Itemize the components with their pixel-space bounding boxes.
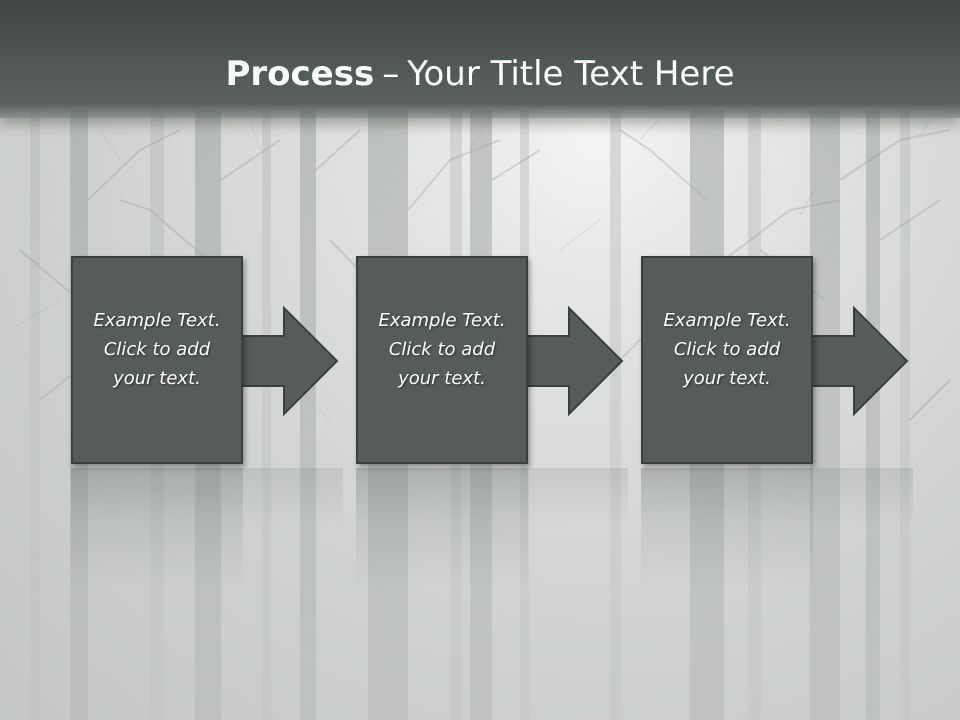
title-bar xyxy=(0,0,960,118)
step-3-arrow-reflection xyxy=(813,468,913,528)
step-2-reflection xyxy=(356,468,528,588)
step-2-text: Example Text. Click to add your text. xyxy=(362,306,522,393)
step-2-line-2: Click to add xyxy=(388,338,496,360)
title-bold: Process xyxy=(225,54,375,94)
process-step-2: Example Text. Click to add your text. xyxy=(356,256,628,716)
step-1-box[interactable]: Example Text. Click to add your text. xyxy=(71,256,243,464)
process-step-3: Example Text. Click to add your text. xyxy=(641,256,913,716)
step-1-arrow-icon[interactable] xyxy=(71,256,341,468)
step-2-arrow-reflection xyxy=(528,468,628,528)
step-2-line-1: Example Text. xyxy=(378,309,506,331)
step-1-text: Example Text. Click to add your text. xyxy=(77,306,237,393)
step-1-reflection xyxy=(71,468,243,588)
step-3-text: Example Text. Click to add your text. xyxy=(647,306,807,393)
step-1-line-3: your text. xyxy=(113,367,201,389)
step-3-box[interactable]: Example Text. Click to add your text. xyxy=(641,256,813,464)
step-3-line-1: Example Text. xyxy=(663,309,791,331)
step-1-line-1: Example Text. xyxy=(93,309,221,331)
step-3-line-3: your text. xyxy=(683,367,771,389)
title-dash: – xyxy=(382,54,400,94)
step-3-arrow-icon[interactable] xyxy=(641,256,911,468)
process-step-1: Example Text. Click to add your text. xyxy=(71,256,343,716)
step-1-arrow-reflection xyxy=(243,468,343,528)
step-1-line-2: Click to add xyxy=(103,338,211,360)
title-rest: Your Title Text Here xyxy=(407,54,735,94)
step-3-reflection xyxy=(641,468,813,588)
step-2-line-3: your text. xyxy=(398,367,486,389)
step-3-line-2: Click to add xyxy=(673,338,781,360)
step-2-box[interactable]: Example Text. Click to add your text. xyxy=(356,256,528,464)
step-2-arrow-icon[interactable] xyxy=(356,256,626,468)
slide-title[interactable]: Process–Your Title Text Here xyxy=(0,50,960,98)
